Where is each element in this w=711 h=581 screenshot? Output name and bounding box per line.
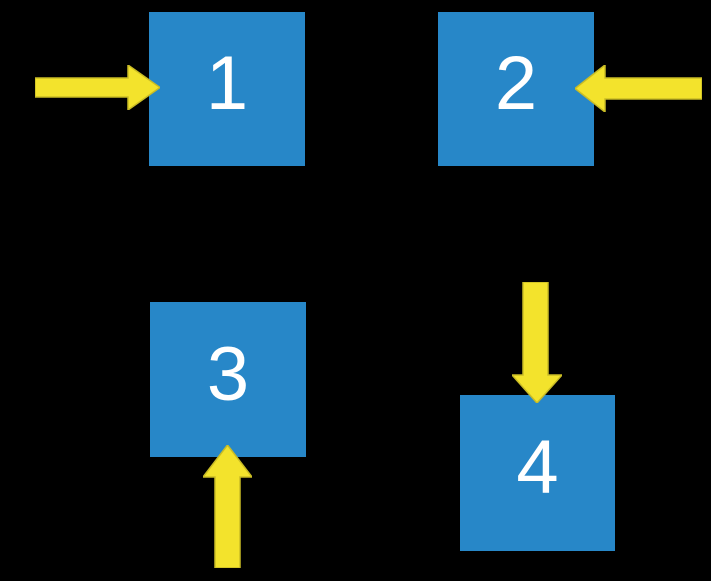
square-1[interactable]: 1 [149, 12, 305, 166]
arrow-left-icon [575, 65, 702, 112]
square-2[interactable]: 2 [438, 12, 594, 166]
arrow-up-icon [203, 445, 252, 568]
arrow-down-icon [512, 282, 562, 403]
square-1-label: 1 [205, 41, 249, 126]
square-2-label: 2 [494, 41, 538, 126]
square-3-label: 3 [206, 331, 250, 417]
square-4-label: 4 [516, 425, 559, 510]
square-3[interactable]: 3 [150, 302, 306, 457]
square-4[interactable]: 4 [460, 395, 615, 551]
arrow-right-icon [35, 65, 160, 110]
